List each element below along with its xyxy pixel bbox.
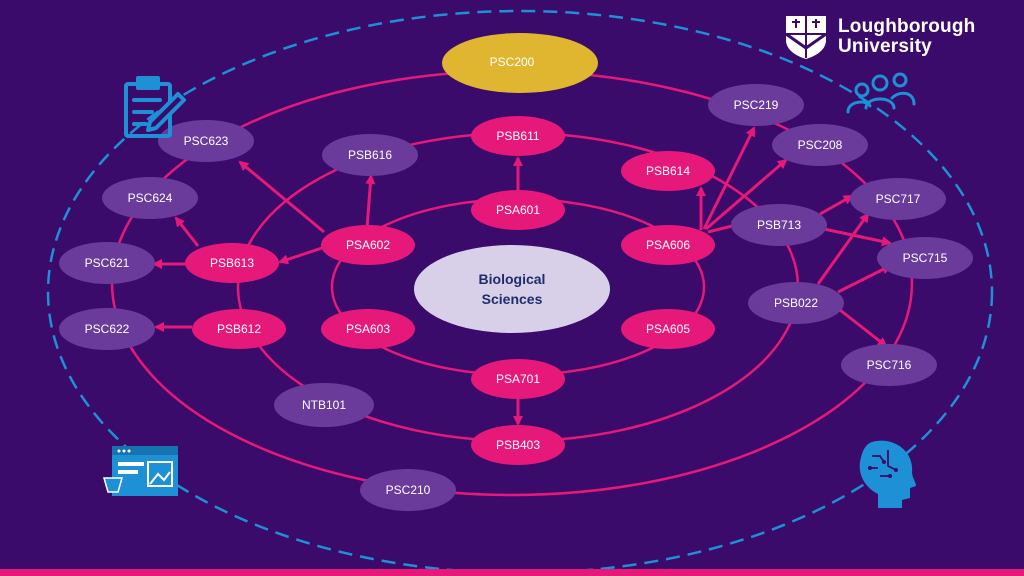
node-label: PSC623 xyxy=(184,134,229,148)
university-logo: Loughborough University xyxy=(784,14,1004,60)
node-label: PSB403 xyxy=(496,438,540,452)
node-psb611: PSB611 xyxy=(471,116,565,156)
center-node-biological-sciences: Biological Sciences xyxy=(414,245,610,333)
node-label: PSC622 xyxy=(85,322,130,336)
node-psb612: PSB612 xyxy=(192,309,286,349)
arrow-psa602-psc623 xyxy=(238,160,325,234)
arrow-psb022-psc716 xyxy=(839,308,888,348)
university-crest-icon xyxy=(785,16,827,59)
node-psa601: PSA601 xyxy=(471,190,565,230)
pink-nodes: PSB611 PSB614 PSA601 PSA602 PSA606 PSB61… xyxy=(185,116,715,465)
node-label: PSC624 xyxy=(128,191,173,205)
arrow-psa606-psc208 xyxy=(705,158,788,231)
node-psc623: PSC623 xyxy=(158,120,254,162)
node-label: PSC715 xyxy=(903,251,948,265)
bottom-accent-bar xyxy=(0,569,1024,576)
node-label: PSC621 xyxy=(85,256,130,270)
university-name: Loughborough University xyxy=(838,17,975,57)
node-label: PSA602 xyxy=(346,238,390,252)
logo-line2: University xyxy=(838,36,932,57)
center-label-line2: Sciences xyxy=(482,291,543,307)
node-label: PSC716 xyxy=(867,358,912,372)
node-ntb101: NTB101 xyxy=(274,383,374,427)
arrow-psb022-psc715 xyxy=(837,264,892,294)
node-label: PSA606 xyxy=(646,238,690,252)
people-icon xyxy=(846,72,916,114)
node-psb613: PSB613 xyxy=(185,243,279,283)
web-page-icon xyxy=(103,446,178,496)
purple-nodes: PSC219 PSC623 PSB616 PSC208 PSC624 PSC71… xyxy=(59,84,973,511)
arrow-psa606-psc219 xyxy=(702,126,756,230)
node-label: PSB612 xyxy=(217,322,261,336)
node-psb614: PSB614 xyxy=(621,151,715,191)
node-label: NTB101 xyxy=(302,398,346,412)
node-psc219: PSC219 xyxy=(708,84,804,126)
node-psc210: PSC210 xyxy=(360,469,456,511)
node-label: PSA701 xyxy=(496,372,540,386)
node-label: PSB022 xyxy=(774,296,818,310)
node-label: PSA605 xyxy=(646,322,690,336)
node-label: PSC208 xyxy=(798,138,843,152)
node-psa606: PSA606 xyxy=(621,225,715,265)
node-label: PSB613 xyxy=(210,256,254,270)
node-psa605: PSA605 xyxy=(621,309,715,349)
node-label: PSC219 xyxy=(734,98,779,112)
node-psc715: PSC715 xyxy=(877,237,973,279)
node-psa701: PSA701 xyxy=(471,359,565,399)
node-label: PSB614 xyxy=(646,164,690,178)
node-psc624: PSC624 xyxy=(102,177,198,219)
node-psc208: PSC208 xyxy=(772,124,868,166)
node-psc621: PSC621 xyxy=(59,242,155,284)
node-label: PSC717 xyxy=(876,192,921,206)
node-label: PSC200 xyxy=(490,55,535,69)
arrows xyxy=(152,126,892,426)
node-psc622: PSC622 xyxy=(59,308,155,350)
center-label-line1: Biological xyxy=(479,271,546,287)
clipboard-icon xyxy=(124,76,186,138)
node-psb616: PSB616 xyxy=(322,134,418,176)
node-label: PSB713 xyxy=(757,218,801,232)
arrow-psa602-psb613 xyxy=(278,246,323,265)
arrow-psb613-psc624 xyxy=(174,216,200,247)
node-psb022: PSB022 xyxy=(748,282,844,324)
node-label: PSA601 xyxy=(496,203,540,217)
node-psc200: PSC200 xyxy=(442,33,598,93)
node-psa602: PSA602 xyxy=(321,225,415,265)
node-label: PSC210 xyxy=(386,483,431,497)
arrow-psa602-psb616 xyxy=(365,174,376,229)
node-label: PSA603 xyxy=(346,322,390,336)
node-psb713: PSB713 xyxy=(731,204,827,246)
node-psa603: PSA603 xyxy=(321,309,415,349)
node-label: PSB611 xyxy=(496,129,539,143)
node-psc717: PSC717 xyxy=(850,178,946,220)
logo-line1: Loughborough xyxy=(838,16,976,37)
arrow-psb022-psc717 xyxy=(816,212,870,285)
ai-head-icon xyxy=(859,440,916,508)
node-psb403: PSB403 xyxy=(471,425,565,465)
node-label: PSB616 xyxy=(348,148,392,162)
arrow-psb713-psc717 xyxy=(819,194,854,216)
arrow-psb713-psc715 xyxy=(823,227,892,247)
node-psc716: PSC716 xyxy=(841,344,937,386)
